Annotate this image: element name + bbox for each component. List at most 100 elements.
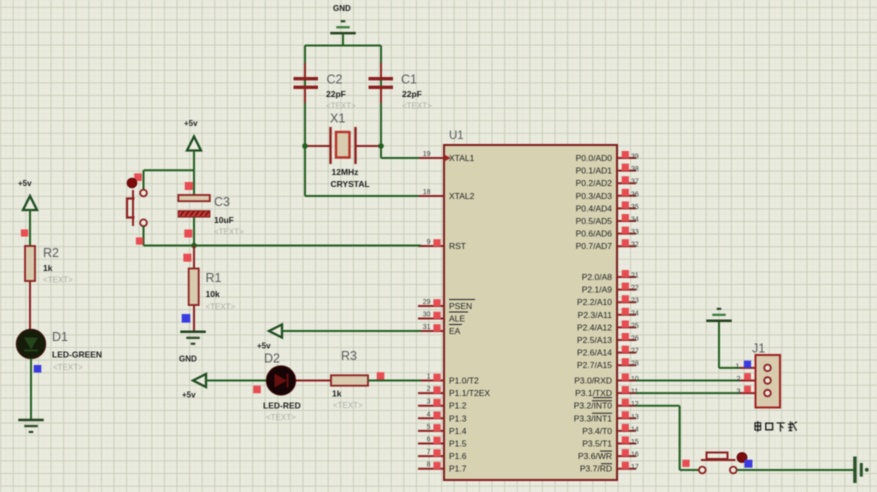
svg-text:16: 16 bbox=[631, 452, 639, 459]
svg-text:<TEXT>: <TEXT> bbox=[206, 303, 236, 312]
svg-text:GND: GND bbox=[333, 4, 351, 13]
svg-text:12MHz: 12MHz bbox=[332, 167, 359, 177]
svg-text:P0.1/AD1: P0.1/AD1 bbox=[576, 166, 613, 176]
svg-text:+5v: +5v bbox=[182, 391, 196, 400]
svg-text:XTAL2: XTAL2 bbox=[449, 191, 475, 201]
svg-text:23: 23 bbox=[631, 298, 639, 305]
svg-text:PSEN: PSEN bbox=[449, 301, 472, 311]
svg-text:P0.0/AD0: P0.0/AD0 bbox=[576, 153, 613, 163]
svg-text:21: 21 bbox=[631, 273, 639, 280]
svg-text:19: 19 bbox=[423, 151, 431, 158]
svg-text:4: 4 bbox=[427, 411, 431, 418]
svg-text:+5v: +5v bbox=[257, 342, 271, 351]
svg-text:P2.3/A11: P2.3/A11 bbox=[578, 310, 613, 320]
svg-text:P3.6/WR: P3.6/WR bbox=[578, 451, 612, 461]
svg-text:D1: D1 bbox=[52, 330, 68, 344]
svg-text:26: 26 bbox=[631, 336, 639, 343]
svg-text:P1.3: P1.3 bbox=[449, 413, 467, 423]
svg-text:18: 18 bbox=[423, 189, 431, 196]
svg-text:10: 10 bbox=[631, 376, 639, 383]
svg-text:35: 35 bbox=[631, 204, 639, 211]
svg-text:P1.6: P1.6 bbox=[449, 451, 467, 461]
svg-text:P2.4/A12: P2.4/A12 bbox=[577, 322, 612, 332]
svg-text:33: 33 bbox=[631, 229, 639, 236]
svg-text:P0.3/AD3: P0.3/AD3 bbox=[576, 191, 613, 201]
svg-text:<TEXT>: <TEXT> bbox=[43, 276, 73, 285]
svg-text:12: 12 bbox=[631, 401, 639, 408]
svg-text:P2.1/A9: P2.1/A9 bbox=[582, 285, 613, 295]
svg-text:P0.2/AD2: P0.2/AD2 bbox=[576, 178, 613, 188]
svg-text:LED-RED: LED-RED bbox=[263, 401, 301, 411]
svg-text:1: 1 bbox=[427, 374, 431, 381]
svg-text:7: 7 bbox=[427, 449, 431, 456]
svg-text:8: 8 bbox=[427, 462, 431, 469]
svg-text:C2: C2 bbox=[327, 73, 343, 87]
svg-text:3: 3 bbox=[427, 399, 431, 406]
svg-text:XTAL1: XTAL1 bbox=[449, 153, 475, 163]
svg-text:15: 15 bbox=[631, 439, 639, 446]
svg-text:C1: C1 bbox=[401, 73, 417, 87]
svg-text:32: 32 bbox=[631, 242, 639, 249]
svg-text:27: 27 bbox=[631, 348, 639, 355]
svg-text:P3.7/RD: P3.7/RD bbox=[580, 464, 612, 474]
svg-text:37: 37 bbox=[631, 179, 639, 186]
svg-text:P0.7/AD7: P0.7/AD7 bbox=[576, 241, 613, 251]
svg-text:10uF: 10uF bbox=[214, 215, 234, 225]
svg-text:P3.3/INT1: P3.3/INT1 bbox=[574, 413, 613, 423]
svg-text:R2: R2 bbox=[43, 246, 59, 260]
svg-text:U1: U1 bbox=[449, 130, 464, 142]
svg-text:R1: R1 bbox=[206, 271, 222, 285]
svg-text:P1.0/T2: P1.0/T2 bbox=[449, 376, 479, 386]
svg-text:22pF: 22pF bbox=[402, 89, 422, 99]
svg-text:1: 1 bbox=[735, 361, 739, 370]
svg-text:31: 31 bbox=[423, 324, 431, 331]
svg-text:P2.6/A14: P2.6/A14 bbox=[577, 348, 612, 358]
svg-text:<TEXT>: <TEXT> bbox=[402, 102, 432, 111]
svg-text:P1.2: P1.2 bbox=[449, 401, 467, 411]
svg-text:CRYSTAL: CRYSTAL bbox=[331, 179, 370, 189]
svg-text:P2.0/A8: P2.0/A8 bbox=[582, 272, 613, 282]
svg-text:5: 5 bbox=[427, 424, 431, 431]
svg-text:34: 34 bbox=[631, 217, 639, 224]
svg-text:LED-GREEN: LED-GREEN bbox=[52, 350, 102, 360]
svg-text:P1.7: P1.7 bbox=[449, 464, 467, 474]
svg-text:<TEXT>: <TEXT> bbox=[53, 363, 83, 372]
svg-text:R3: R3 bbox=[341, 349, 357, 363]
svg-text:P3.0/RXD: P3.0/RXD bbox=[574, 376, 612, 386]
svg-text:<TEXT>: <TEXT> bbox=[333, 401, 363, 410]
svg-text:P0.4/AD4: P0.4/AD4 bbox=[576, 203, 613, 213]
svg-text:11: 11 bbox=[631, 389, 638, 396]
svg-text:J1: J1 bbox=[752, 342, 765, 356]
svg-text:2: 2 bbox=[736, 374, 740, 383]
svg-text:<TEXT>: <TEXT> bbox=[266, 413, 296, 422]
svg-text:6: 6 bbox=[427, 437, 431, 444]
svg-text:EA: EA bbox=[449, 326, 461, 336]
svg-text:+5v: +5v bbox=[18, 179, 32, 188]
svg-text:1k: 1k bbox=[332, 389, 342, 399]
svg-text:30: 30 bbox=[423, 312, 431, 319]
svg-text:13: 13 bbox=[631, 414, 639, 421]
svg-text:P1.5: P1.5 bbox=[449, 439, 467, 449]
svg-text:<TEXT>: <TEXT> bbox=[214, 228, 244, 237]
svg-text:P3.4/T0: P3.4/T0 bbox=[582, 426, 612, 436]
svg-text:39: 39 bbox=[631, 154, 639, 161]
svg-text:RST: RST bbox=[449, 241, 466, 251]
svg-text:P3.5/T1: P3.5/T1 bbox=[582, 439, 612, 449]
svg-text:D2: D2 bbox=[264, 352, 280, 366]
svg-text:29: 29 bbox=[423, 299, 431, 306]
svg-text:P2.5/A13: P2.5/A13 bbox=[577, 335, 612, 345]
svg-text:10k: 10k bbox=[206, 289, 220, 299]
svg-text:36: 36 bbox=[631, 191, 639, 198]
svg-text:28: 28 bbox=[631, 361, 639, 368]
svg-text:P0.5/AD5: P0.5/AD5 bbox=[576, 216, 613, 226]
svg-text:GND: GND bbox=[179, 355, 197, 364]
svg-text:24: 24 bbox=[631, 310, 639, 317]
svg-text:22: 22 bbox=[631, 285, 639, 292]
svg-text:P0.6/AD6: P0.6/AD6 bbox=[576, 229, 613, 239]
svg-text:3: 3 bbox=[736, 387, 740, 396]
svg-text:9: 9 bbox=[427, 239, 431, 246]
svg-text:<TEXT>: <TEXT> bbox=[326, 102, 356, 111]
svg-text:14: 14 bbox=[631, 426, 639, 433]
svg-text:P1.4: P1.4 bbox=[449, 426, 467, 436]
svg-text:+5v: +5v bbox=[184, 119, 198, 128]
